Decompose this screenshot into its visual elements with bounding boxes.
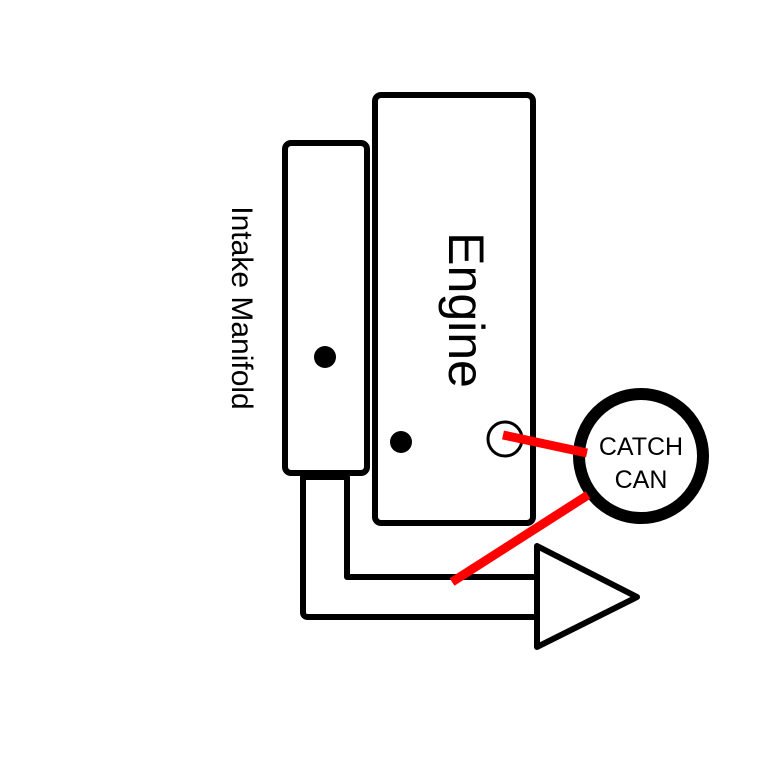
engine-port-filled [390,431,412,453]
engine-block [372,92,536,526]
intake-manifold-block [282,140,370,476]
catch-can-label-line2: CAN [615,466,668,494]
hose-engine-to-catch-can [502,430,588,458]
hose-catch-can-to-intake [449,491,591,586]
engine-label: Engine [438,232,494,388]
catch-can-label-line1: CATCH [599,433,683,461]
intake-manifold-label: Intake Manifold [225,206,258,409]
intake-manifold-port [314,346,336,368]
catch-can [573,388,709,524]
air-inlet-arrow [534,543,640,650]
intake-pipe [300,474,540,620]
